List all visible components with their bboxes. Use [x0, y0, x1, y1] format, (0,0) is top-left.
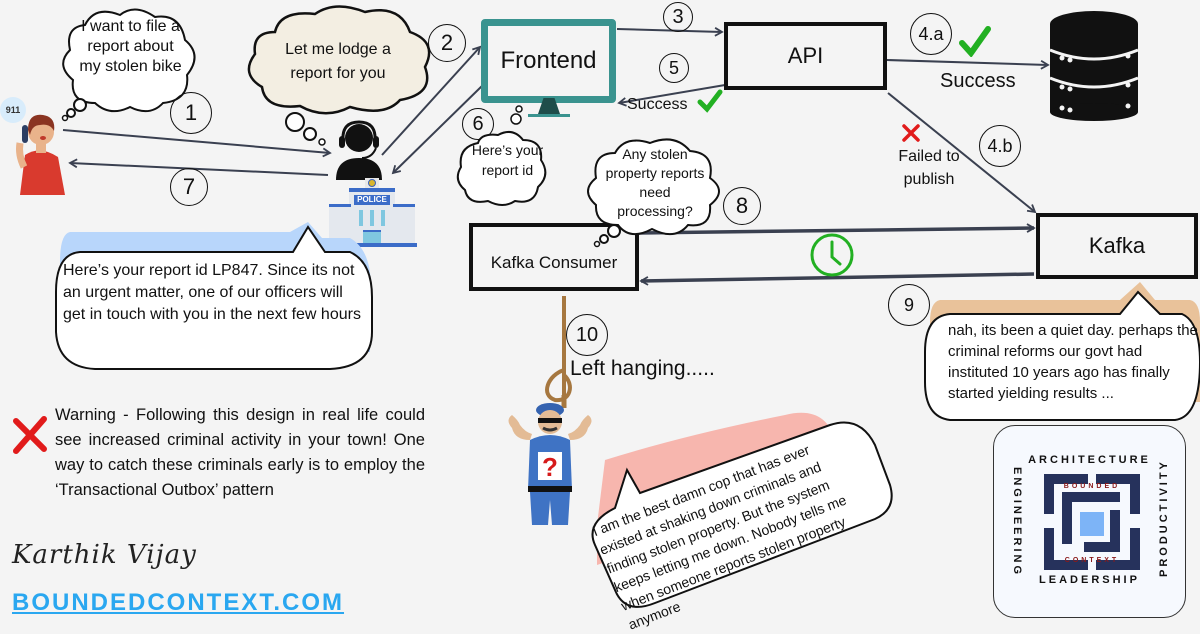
logo-maze-icon [1044, 474, 1140, 570]
kafka-box[interactable]: Kafka [1036, 213, 1198, 279]
woman-icon [16, 114, 65, 195]
arrow-step-8 [637, 223, 1036, 235]
phone-911-badge: 911 [0, 97, 26, 123]
police-station-icon: POLICE [327, 178, 417, 248]
arrow-step-4a [886, 59, 1050, 70]
monitor-base [528, 114, 570, 117]
api-success-label: Success [627, 96, 688, 113]
caller-figure [10, 95, 70, 195]
arrow-step-6 [391, 83, 485, 175]
step-10-badge: 10 [566, 314, 608, 356]
arrow-step-9 [639, 272, 1035, 286]
kafka-consumer-label: Kafka Consumer [490, 253, 618, 272]
author-signature: Karthik Vijay [12, 540, 197, 570]
svg-text:?: ? [542, 452, 558, 482]
warning-text: Warning - Following this design in real … [55, 406, 425, 499]
frontend-label: Frontend [500, 47, 597, 74]
step-6-badge: 6 [462, 108, 494, 140]
logo-inner-bottom-text: CONTEXT [1064, 557, 1120, 564]
police-sign: POLICE [354, 195, 390, 205]
fail-x-icon [902, 124, 920, 142]
check-icon-api [697, 89, 723, 113]
operator-thought-text: Let me lodge a report for you [285, 41, 391, 82]
warning-x-icon [13, 416, 47, 454]
check-icon-db [959, 26, 991, 57]
arrow-step-3 [616, 27, 724, 37]
logo-bottom-text: LEADERSHIP [1039, 574, 1140, 586]
left-hanging-label: Left hanging..... [570, 357, 715, 380]
consumer-thought-text: Any stolen property reports need process… [605, 146, 705, 219]
bounded-context-logo: ARCHITECTURE LEADERSHIP ENGINEERING PROD… [993, 425, 1186, 618]
arrow-step-7 [68, 158, 329, 176]
step-2-badge: 2 [428, 24, 466, 62]
logo-left-text: ENGINEERING [1011, 467, 1023, 578]
step-4a-badge: 4.a [910, 13, 952, 55]
logo-right-text: PRODUCTIVITY [1158, 459, 1170, 577]
api-label: API [787, 43, 824, 68]
operator-speech-bubble-text: Here’s your report id LP847. Since its n… [63, 262, 361, 323]
database-icon [1049, 11, 1139, 121]
step-3-badge: 3 [663, 2, 693, 32]
arrow-step-1 [62, 129, 332, 158]
operator-thought-cloud [247, 5, 431, 146]
cop-figure: ? [508, 403, 592, 525]
step-5-badge: 5 [659, 53, 689, 83]
logo-top-text: ARCHITECTURE [1028, 454, 1151, 466]
frontend-thought-cloud [456, 105, 547, 206]
step-9-badge: 9 [888, 284, 930, 326]
logo-inner-top-text: BOUNDED [1063, 483, 1121, 490]
step-1-badge: 1 [170, 92, 212, 134]
frontend-thought-text: Here’s your report id [471, 142, 544, 178]
failed-publish-label: Failed to publish [898, 148, 960, 188]
consumer-thought-cloud [587, 138, 720, 248]
kafka-label: Kafka [1088, 233, 1146, 258]
caller-thought-text: I want to file a report about my stolen … [79, 18, 182, 75]
arrow-step-4b [887, 92, 1037, 214]
api-box[interactable]: API [724, 22, 887, 90]
website-link[interactable]: BOUNDEDCONTEXT.COM [12, 589, 345, 616]
step-7-badge: 7 [170, 168, 208, 206]
clock-icon [810, 233, 854, 277]
step-8-badge: 8 [723, 187, 761, 225]
operator-headset-icon [336, 120, 382, 180]
arrow-step-5 [617, 84, 726, 107]
arrow-step-2 [381, 45, 482, 156]
db-success-label: Success [940, 70, 1016, 92]
caller-thought-cloud [61, 8, 196, 122]
cop-speech-bubble-shape [591, 412, 893, 608]
frontend-monitor[interactable]: Frontend [481, 19, 616, 103]
monitor-stand [538, 98, 560, 114]
operator-speech-bubble-shape [55, 222, 373, 370]
kafka-speech-bubble-text: nah, its been a quiet day. perhaps the c… [948, 322, 1198, 402]
step-4b-badge: 4.b [979, 125, 1021, 167]
noose [545, 368, 572, 403]
kafka-speech-bubble-shape [924, 282, 1200, 421]
